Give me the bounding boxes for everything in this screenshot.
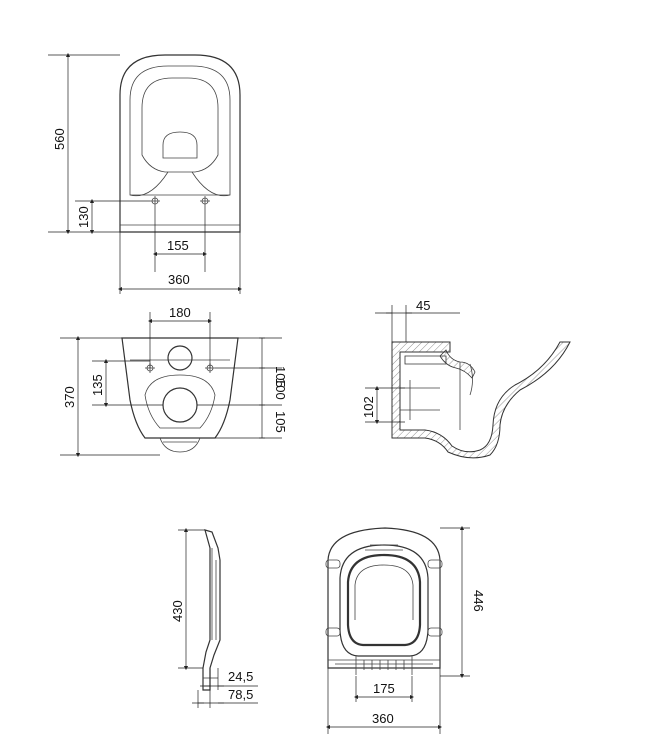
dim-370: 370 bbox=[62, 386, 77, 408]
dim-155: 155 bbox=[167, 238, 189, 253]
flush-opening-top bbox=[162, 131, 198, 159]
dim-105-lower: 105 bbox=[273, 411, 288, 433]
dim-360-seat: 360 bbox=[372, 711, 394, 726]
bowl-outline-top bbox=[119, 54, 241, 233]
bowl-opening-top bbox=[141, 77, 219, 173]
fixing-hole-right bbox=[200, 196, 210, 206]
dim-105-upper: 105 bbox=[273, 366, 288, 388]
inlet-circle bbox=[167, 345, 193, 371]
seat-side-profile bbox=[202, 529, 221, 691]
seat-lid-outline bbox=[339, 544, 429, 657]
dim-135: 135 bbox=[90, 374, 105, 396]
dim-24-5: 24,5 bbox=[228, 669, 253, 684]
seat-outline bbox=[327, 527, 441, 669]
seat-top-view: 446 175 360 bbox=[325, 525, 486, 734]
dim-430: 430 bbox=[170, 600, 185, 622]
dim-78-5: 78,5 bbox=[228, 687, 253, 702]
dim-45: 45 bbox=[416, 298, 430, 313]
dim-175: 175 bbox=[373, 681, 395, 696]
dim-360-top: 360 bbox=[168, 272, 190, 287]
front-view: 180 370 135 105 100 105 bbox=[60, 305, 288, 458]
seat-opening bbox=[346, 553, 422, 647]
hinge-right bbox=[427, 559, 443, 637]
side-section-view: 45 102 bbox=[361, 298, 571, 459]
top-view: 560 130 155 360 bbox=[48, 52, 243, 294]
dim-446: 446 bbox=[471, 590, 486, 612]
dim-100: 100 bbox=[273, 378, 288, 400]
dim-180: 180 bbox=[169, 305, 191, 320]
hinge-left bbox=[325, 559, 341, 637]
dim-102: 102 bbox=[361, 396, 376, 418]
bowl-rim-top bbox=[129, 65, 231, 196]
dim-560: 560 bbox=[52, 128, 67, 150]
fixing-hole-left bbox=[150, 196, 160, 206]
outlet-circle bbox=[162, 387, 198, 423]
seat-side-view: 430 24,5 78,5 bbox=[170, 527, 258, 708]
dim-130: 130 bbox=[76, 206, 91, 228]
